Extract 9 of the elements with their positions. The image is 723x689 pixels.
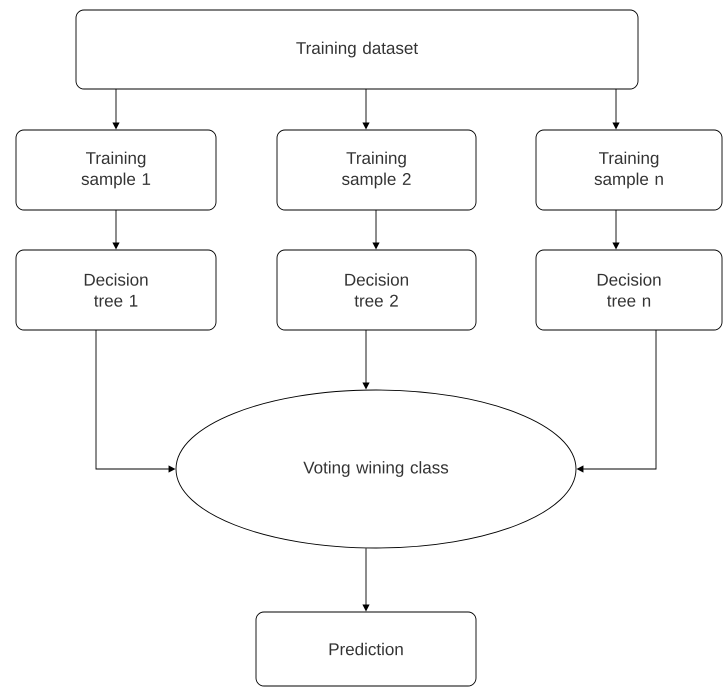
process-box: Training dataset (76, 10, 638, 90)
ellipse-node: Voting wining class (176, 390, 576, 548)
process-box: Decision tree n (536, 250, 722, 330)
process-box: Decision tree 2 (276, 250, 476, 330)
process-box: Decision tree 1 (16, 250, 216, 330)
process-box: Training sample 1 (16, 130, 216, 210)
process-box: Prediction (256, 612, 476, 686)
process-box: Training sample n (536, 130, 722, 210)
process-box: Training sample 2 (276, 130, 476, 210)
